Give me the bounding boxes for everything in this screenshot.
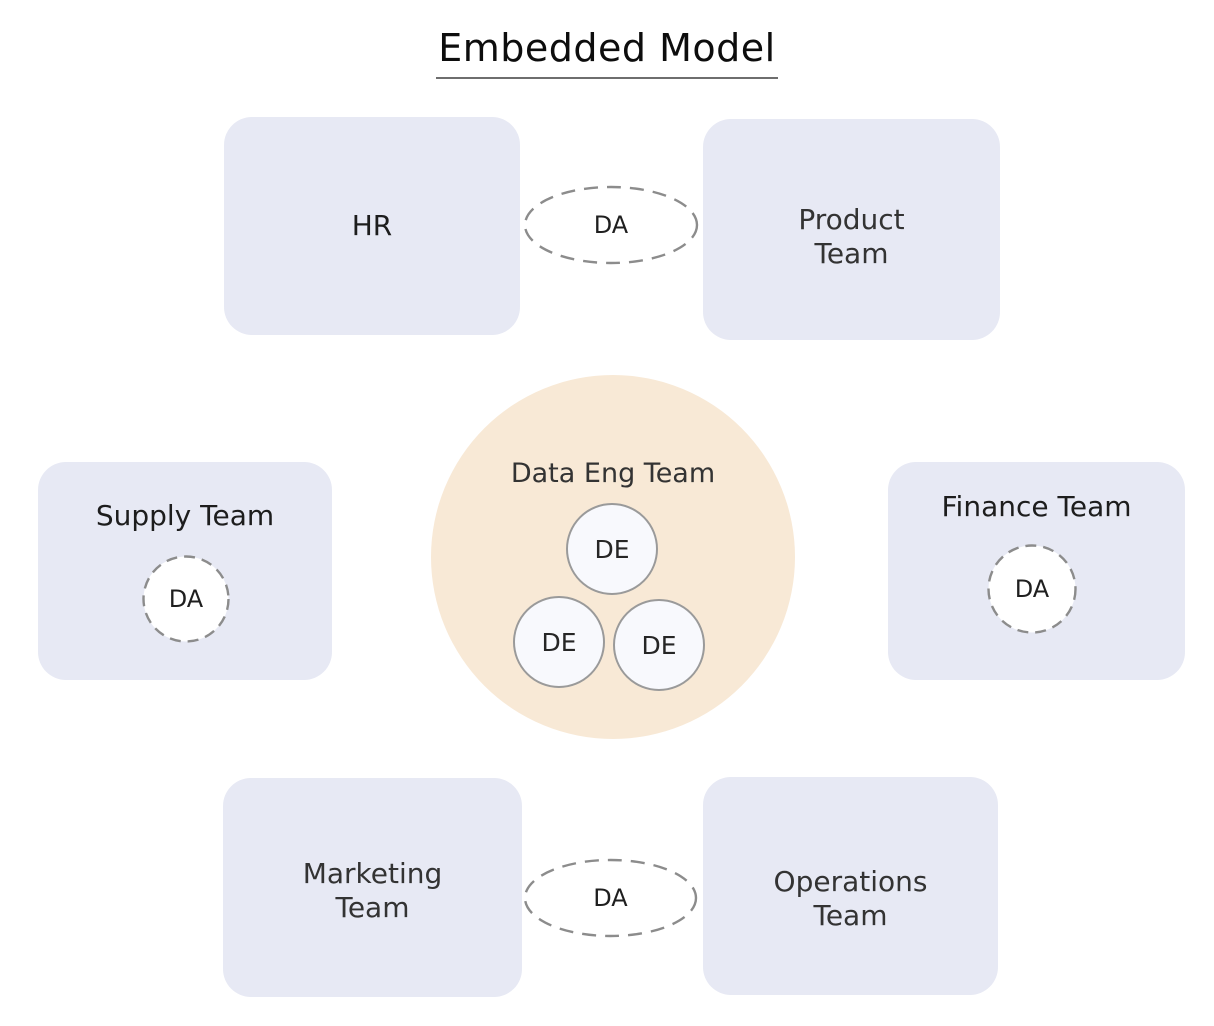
team-box-operations: Operations Team [703,777,998,995]
data-eng-team-label: Data Eng Team [510,458,716,489]
analyst-ellipse-bottom: DA [523,858,698,938]
team-box-hr: HR [224,117,520,335]
diagram-title-row: Embedded Model [0,26,1214,79]
diagram-title: Embedded Model [436,26,778,79]
analyst-label: DA [593,211,629,239]
team-box-finance-label: Finance Team [941,490,1132,523]
analyst-ellipse-top: DA [523,185,699,265]
engineer-label: DE [541,627,577,657]
team-box-product: Product Team [703,119,1000,340]
team-box-supply-label: Supply Team [95,499,275,532]
engineer-circle-2: DE [513,596,605,688]
data-eng-team-circle: Data Eng Team DE DE DE [431,375,795,739]
analyst-circle-finance: DA [987,544,1077,634]
engineer-circle-3: DE [613,599,705,691]
dashed-ellipse-outline-icon [523,858,698,938]
analyst-circle-supply: DA [142,555,230,643]
dashed-circle-outline-icon [987,544,1077,634]
dashed-ellipse-outline-icon [523,185,699,265]
team-box-hr-label: HR [351,209,393,243]
team-box-marketing-label: Marketing Team [302,856,443,924]
analyst-label: DA [593,884,628,912]
team-box-operations-label: Operations Team [773,865,928,932]
dashed-circle-outline-icon [142,555,230,643]
team-box-product-label: Product Team [798,202,905,270]
engineer-label: DE [641,630,677,660]
analyst-label: DA [1014,575,1050,603]
engineer-label: DE [594,534,630,564]
engineer-circle-1: DE [566,503,658,595]
team-box-marketing: Marketing Team [223,778,522,997]
analyst-label: DA [168,585,204,613]
